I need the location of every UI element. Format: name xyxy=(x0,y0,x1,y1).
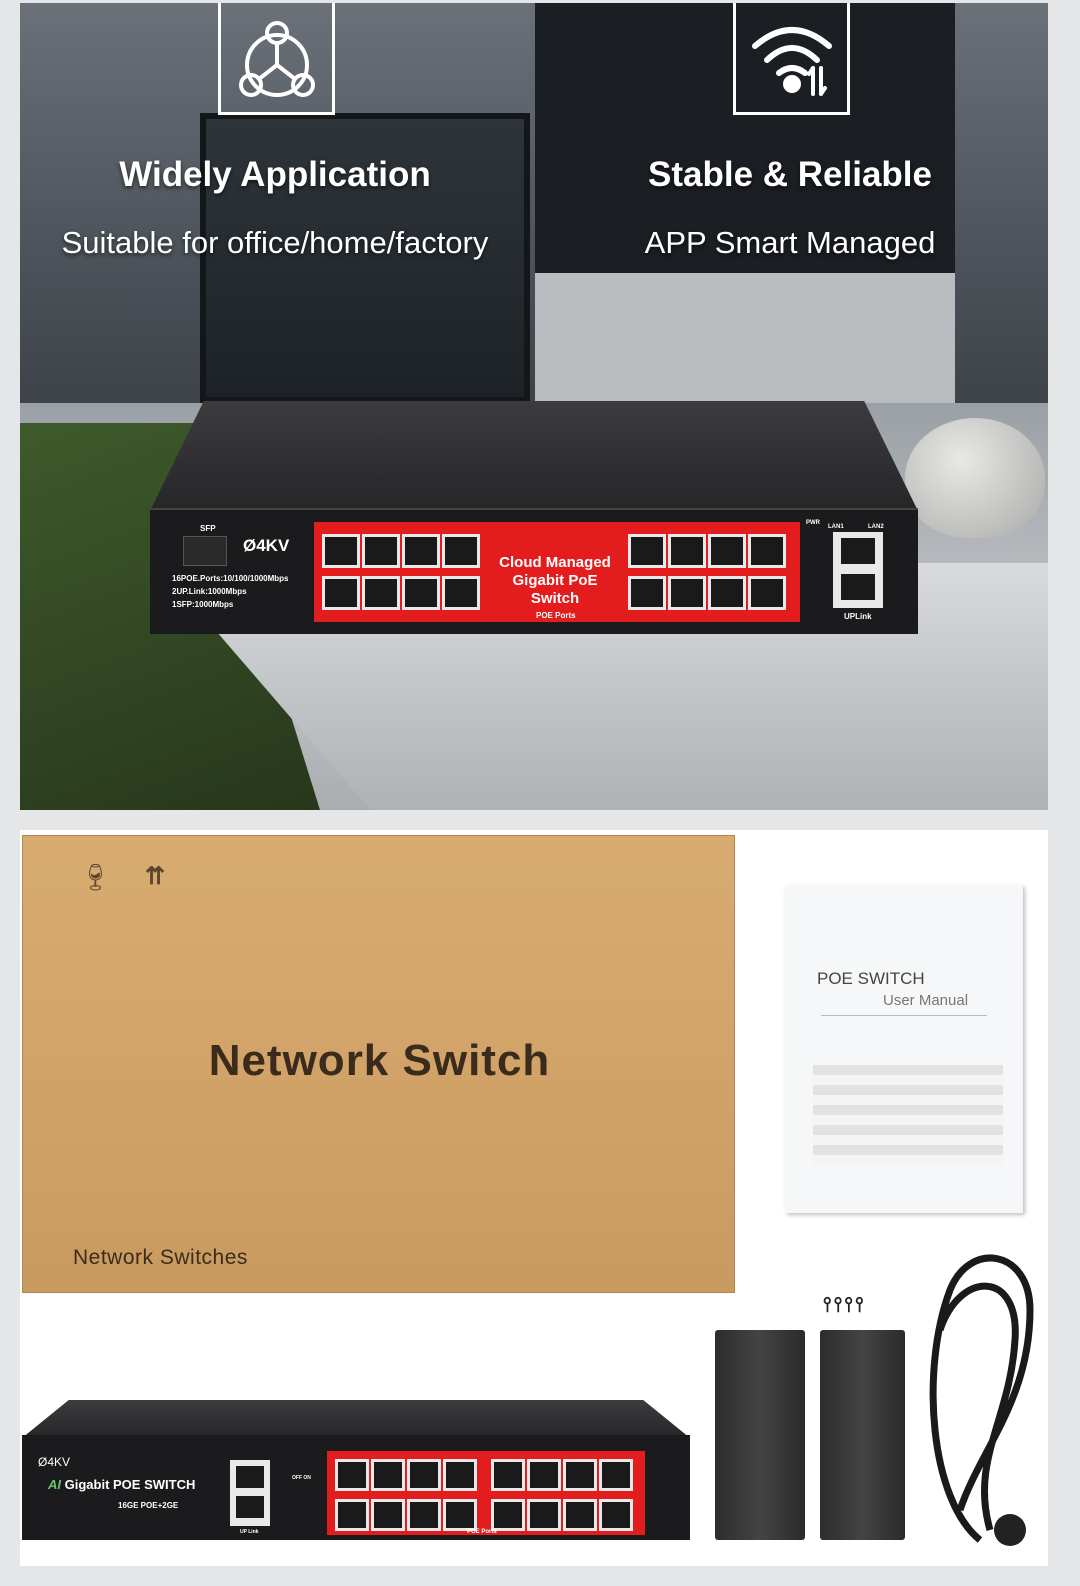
ethernet-port xyxy=(563,1459,597,1491)
background-house xyxy=(535,3,955,273)
fragile-icon: 🍷︎ xyxy=(79,862,113,892)
switch-top xyxy=(22,1400,690,1438)
ethernet-port xyxy=(668,576,706,610)
box-title: Network Switch xyxy=(208,1036,551,1085)
ethernet-port xyxy=(442,534,480,568)
ethernet-port xyxy=(362,576,400,610)
switch-front-panel: SFP Ø4KV 16POE.Ports:10/100/1000Mbps 2UP… xyxy=(150,508,918,634)
switch-front-panel-2: Ø4KV AI Gigabit POE SWITCH 16GE POE+2GE … xyxy=(22,1435,690,1540)
background-wall xyxy=(535,273,955,413)
ethernet-port xyxy=(322,576,360,610)
power-cable-icon xyxy=(929,1254,1034,1546)
user-manual: POE SWITCH User Manual xyxy=(785,885,1023,1213)
decor-stone xyxy=(905,418,1045,538)
ethernet-port xyxy=(491,1459,525,1491)
pwr-label: PWR xyxy=(806,520,820,526)
product-box: 🍷︎ ⇈ Network Switch Network Switches xyxy=(22,835,735,1293)
ethernet-port xyxy=(748,534,786,568)
switch-top xyxy=(150,401,918,511)
package-contents: 🍷︎ ⇈ Network Switch Network Switches POE… xyxy=(20,830,1048,1566)
uplink-label: UP Link xyxy=(240,1529,259,1535)
ethernet-port xyxy=(407,1459,441,1491)
uplink-ports xyxy=(833,532,883,608)
ethernet-port xyxy=(491,1499,525,1531)
spec-line: 16POE.Ports:10/100/1000Mbps xyxy=(172,574,289,583)
sfp-label: SFP xyxy=(200,524,216,533)
ethernet-port xyxy=(748,576,786,610)
ethernet-port xyxy=(362,534,400,568)
ethernet-port xyxy=(371,1499,405,1531)
feature-title: Widely Application xyxy=(119,155,431,194)
ethernet-port xyxy=(628,534,666,568)
uplink-ports xyxy=(230,1460,270,1526)
ethernet-port xyxy=(402,576,440,610)
manual-illustration xyxy=(813,1065,1003,1165)
spec-line: 1SFP:1000Mbps xyxy=(172,600,234,609)
ethernet-port xyxy=(322,534,360,568)
ports-label: 16GE POE+2GE xyxy=(118,1501,179,1510)
manual-title: POE SWITCH xyxy=(817,969,925,988)
ethernet-port xyxy=(407,1499,441,1531)
ethernet-port xyxy=(708,576,746,610)
uplink-label: UPLink xyxy=(844,612,872,621)
screws-icon: ⫯⫯⫯⫯ xyxy=(823,1294,866,1316)
background-window xyxy=(200,113,530,403)
ethernet-port xyxy=(335,1459,369,1491)
lan2-label: LAN2 xyxy=(868,524,884,530)
wifi-transfer-icon xyxy=(733,3,850,115)
ethernet-port xyxy=(668,534,706,568)
ethernet-port xyxy=(371,1459,405,1491)
sfp-port xyxy=(183,536,227,566)
ai-switch-label: OFF ON xyxy=(292,1475,311,1481)
ethernet-port xyxy=(527,1499,561,1531)
feature-banner: Widely Application Suitable for office/h… xyxy=(20,3,1048,810)
ethernet-port xyxy=(563,1499,597,1531)
brand-logo: Ø4KV xyxy=(38,1455,71,1469)
spec-line: 2UP.Link:1000Mbps xyxy=(172,587,247,596)
panel-title-line: Cloud Managed xyxy=(499,554,611,571)
ethernet-port xyxy=(442,576,480,610)
poe-panel xyxy=(314,522,800,622)
feature-title: Stable & Reliable xyxy=(648,155,932,194)
ethernet-port xyxy=(628,576,666,610)
feature-subtitle: APP Smart Managed xyxy=(644,225,936,260)
ethernet-port xyxy=(443,1499,477,1531)
mounting-bracket xyxy=(715,1330,805,1540)
ethernet-port xyxy=(402,534,440,568)
poe-label: POE Ports xyxy=(467,1529,497,1535)
poe-panel xyxy=(327,1451,645,1535)
brand-logo: Ø4KV xyxy=(243,536,290,555)
ethernet-port xyxy=(599,1459,633,1491)
ethernet-port xyxy=(443,1459,477,1491)
this-way-up-icon: ⇈ xyxy=(145,863,166,890)
network-nodes-icon xyxy=(218,3,335,115)
box-subtitle: Network Switches xyxy=(73,1246,248,1269)
ai-label: AI xyxy=(48,1477,61,1492)
ethernet-port xyxy=(599,1499,633,1531)
ethernet-port xyxy=(708,534,746,568)
manual-subtitle: User Manual xyxy=(883,992,969,1009)
poe-label: POE Ports xyxy=(536,611,576,620)
lan1-label: LAN1 xyxy=(828,524,844,530)
mounting-bracket xyxy=(820,1330,905,1540)
feature-subtitle: Suitable for office/home/factory xyxy=(61,225,489,260)
model-label: Gigabit POE SWITCH xyxy=(64,1477,196,1492)
ethernet-port xyxy=(527,1459,561,1491)
ethernet-port xyxy=(335,1499,369,1531)
panel-title-line: Gigabit PoE Switch xyxy=(512,572,598,607)
